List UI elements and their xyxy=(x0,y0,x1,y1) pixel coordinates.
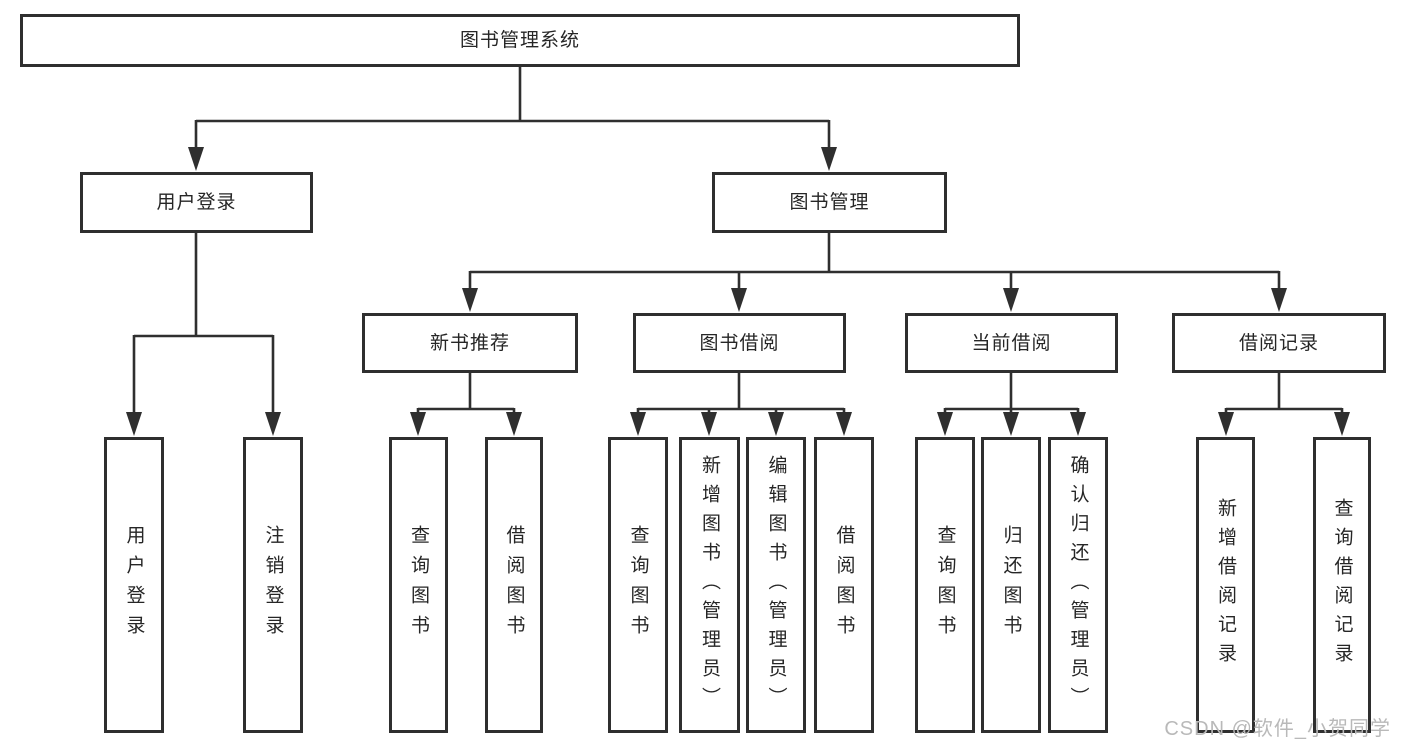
arrowhead xyxy=(630,412,646,436)
arrowhead xyxy=(1218,412,1234,436)
arrowhead xyxy=(188,147,204,171)
leaf-query-borrow-record: 查询借阅记录 xyxy=(1313,437,1371,733)
arrowhead xyxy=(265,412,281,436)
arrowhead xyxy=(937,412,953,436)
arrowhead xyxy=(821,147,837,171)
node-user-login: 用户登录 xyxy=(80,172,313,233)
leaf-return-books: 归还图书 xyxy=(981,437,1041,733)
arrowhead xyxy=(1003,288,1019,312)
leaf-add-books-admin: 新增图书（管理员） xyxy=(679,437,740,733)
connector-current-borrow-to-leaves xyxy=(937,373,1086,436)
arrowhead xyxy=(1334,412,1350,436)
node-new-book-rec: 新书推荐 xyxy=(362,313,578,373)
arrowhead xyxy=(462,288,478,312)
connector-book-borrow-to-leaves xyxy=(630,373,852,436)
arrowhead xyxy=(731,288,747,312)
arrowhead xyxy=(1070,412,1086,436)
leaf-user-login: 用户登录 xyxy=(104,437,164,733)
connector-user-login-to-leaves xyxy=(126,233,281,436)
connector-borrow-records-to-leaves xyxy=(1218,373,1350,436)
leaf-confirm-return-admin: 确认归还（管理员） xyxy=(1048,437,1108,733)
arrowhead xyxy=(1003,412,1019,436)
leaf-query-books-borrow: 查询图书 xyxy=(608,437,668,733)
leaf-edit-books-admin: 编辑图书（管理员） xyxy=(746,437,806,733)
leaf-borrow-books: 借阅图书 xyxy=(814,437,874,733)
arrowhead xyxy=(410,412,426,436)
leaf-query-books-rec: 查询图书 xyxy=(389,437,448,733)
node-book-borrow: 图书借阅 xyxy=(633,313,846,373)
leaf-logout: 注销登录 xyxy=(243,437,303,733)
leaf-query-books-current: 查询图书 xyxy=(915,437,975,733)
arrowhead xyxy=(126,412,142,436)
node-root-system: 图书管理系统 xyxy=(20,14,1020,67)
node-borrow-records: 借阅记录 xyxy=(1172,313,1386,373)
connector-book-mgmt-to-level3 xyxy=(462,233,1287,312)
arrowhead xyxy=(506,412,522,436)
connector-root-to-level2 xyxy=(188,67,837,171)
leaf-add-borrow-record: 新增借阅记录 xyxy=(1196,437,1255,733)
arrowhead xyxy=(768,412,784,436)
connector-new-book-rec-to-leaves xyxy=(410,373,522,436)
node-book-mgmt: 图书管理 xyxy=(712,172,947,233)
arrowhead xyxy=(836,412,852,436)
arrowhead xyxy=(1271,288,1287,312)
leaf-borrow-books-rec: 借阅图书 xyxy=(485,437,543,733)
node-current-borrow: 当前借阅 xyxy=(905,313,1118,373)
csdn-watermark: CSDN @软件_小贺同学 xyxy=(1164,718,1391,740)
arrowhead xyxy=(701,412,717,436)
